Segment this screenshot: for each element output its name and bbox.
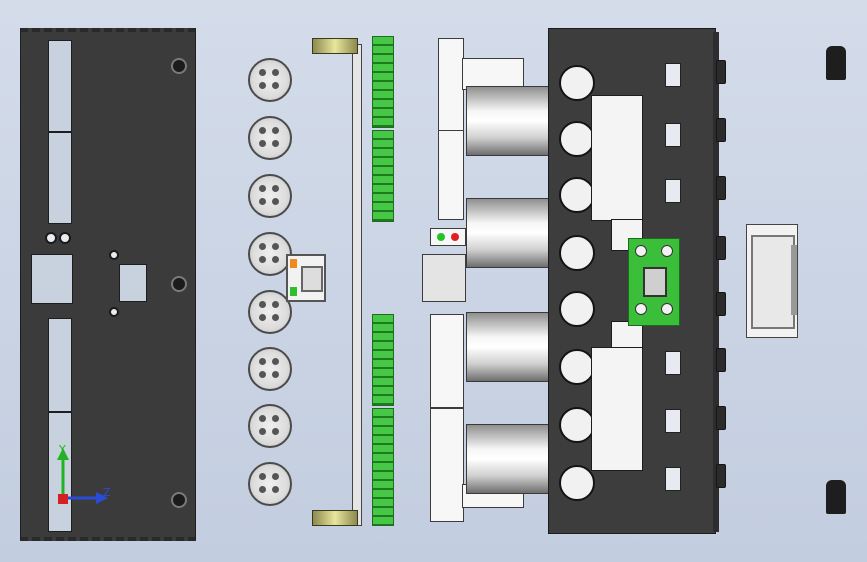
rj45-led-orange — [290, 259, 297, 268]
inner-slot — [611, 321, 643, 351]
terminal-block — [372, 408, 394, 526]
terminal-block — [372, 130, 394, 222]
square-cutout — [665, 467, 681, 491]
rubber-foot — [826, 480, 846, 514]
round-port — [559, 407, 595, 443]
circular-connector — [248, 347, 292, 391]
round-port — [559, 465, 595, 501]
brass-standoff — [312, 510, 358, 526]
rj45-jack — [286, 254, 326, 302]
cylinder-fitting — [466, 86, 558, 156]
led-red-icon — [451, 233, 459, 241]
terminal-block — [372, 36, 394, 128]
round-port — [559, 65, 595, 101]
pcb-board — [352, 44, 362, 526]
side-fan-unit — [746, 224, 798, 338]
housing-block — [430, 408, 464, 522]
side-rib — [716, 464, 726, 488]
round-port — [559, 235, 595, 271]
green-pcb-module — [628, 238, 680, 326]
rubber-foot — [826, 46, 846, 80]
panel-slot — [48, 412, 72, 532]
brass-standoff — [312, 38, 358, 54]
circular-connector — [248, 462, 292, 506]
panel-window — [31, 254, 73, 304]
enclosure-side — [713, 32, 719, 532]
led-green-icon — [437, 233, 445, 241]
inner-slot — [591, 95, 643, 221]
cylinder-fitting — [466, 424, 558, 494]
square-cutout — [665, 409, 681, 433]
square-cutout — [665, 351, 681, 375]
inner-slot — [591, 347, 643, 471]
circular-connector — [248, 116, 292, 160]
mounting-hole-icon — [661, 245, 673, 257]
square-cutout — [665, 123, 681, 147]
side-rib — [716, 60, 726, 84]
housing-block — [438, 38, 464, 132]
screw-icon — [171, 276, 187, 292]
side-rib — [716, 176, 726, 200]
round-port — [559, 177, 595, 213]
housing-block — [430, 314, 464, 408]
panel-hole — [109, 250, 119, 260]
circular-connector — [248, 404, 292, 448]
y-axis-arrowhead — [57, 448, 69, 460]
panel-hole — [59, 232, 71, 244]
panel-window — [119, 264, 147, 302]
mounting-hole-icon — [635, 303, 647, 315]
panel-slot — [48, 318, 72, 412]
circular-connector — [248, 58, 292, 102]
terminal-block — [372, 314, 394, 406]
side-rib — [716, 406, 726, 430]
led-holder — [430, 228, 466, 246]
panel-slot — [48, 132, 72, 224]
usb-port-icon — [643, 267, 667, 297]
left-front-panel — [20, 28, 196, 541]
screw-icon — [171, 492, 187, 508]
side-rib — [716, 236, 726, 260]
circular-connector — [248, 174, 292, 218]
axis-triad-icon — [57, 448, 108, 504]
circular-connector — [248, 290, 292, 334]
round-port — [559, 121, 595, 157]
z-axis-label: Z — [103, 486, 111, 499]
square-cutout — [665, 179, 681, 203]
cylinder-fitting — [466, 312, 558, 382]
mounting-hole-icon — [661, 303, 673, 315]
round-port — [559, 291, 595, 327]
y-axis-label: Y — [59, 443, 66, 456]
square-cutout — [665, 63, 681, 87]
panel-slot — [48, 40, 72, 132]
side-rib — [716, 348, 726, 372]
panel-hole — [45, 232, 57, 244]
round-port — [559, 349, 595, 385]
axis-origin — [58, 494, 68, 504]
panel-hole — [109, 307, 119, 317]
screw-icon — [171, 58, 187, 74]
z-axis-arrowhead — [96, 492, 108, 504]
housing-block — [422, 254, 466, 302]
side-rib — [716, 118, 726, 142]
housing-block — [438, 130, 464, 220]
cylinder-fitting — [466, 198, 558, 268]
side-rib — [716, 292, 726, 316]
mounting-hole-icon — [635, 245, 647, 257]
rj45-led-green — [290, 287, 297, 296]
